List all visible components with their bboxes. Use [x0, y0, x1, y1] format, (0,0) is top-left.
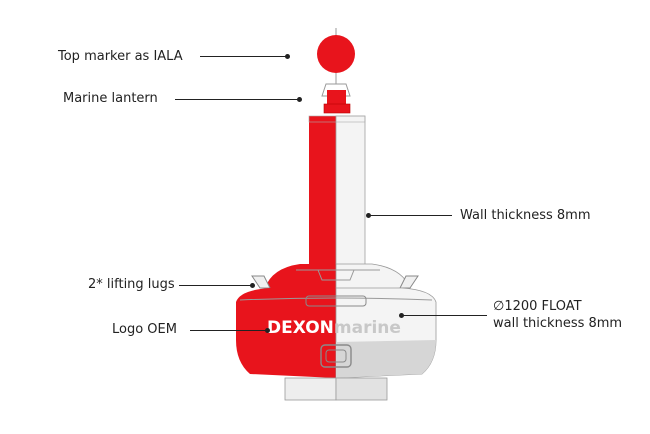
- dot-logo: [265, 328, 270, 333]
- label-logo: Logo OEM: [112, 322, 177, 337]
- label-float-1: ∅1200 FLOAT: [493, 299, 582, 314]
- top-marker-ball: [317, 35, 355, 73]
- float-red-half: [236, 288, 336, 378]
- float-lower-shade: [336, 340, 436, 378]
- lantern-lens: [327, 90, 346, 104]
- leader-float: [401, 315, 487, 316]
- shoulder-red: [265, 264, 336, 290]
- label-lantern: Marine lantern: [63, 91, 158, 106]
- lantern-base: [323, 103, 351, 114]
- float-handle: [320, 344, 352, 368]
- label-wall: Wall thickness 8mm: [460, 208, 591, 223]
- leader-top-marker: [200, 56, 286, 57]
- lifting-lug-left: [251, 275, 271, 289]
- leader-logo: [190, 330, 266, 331]
- dot-lugs: [250, 283, 255, 288]
- float-handle-inner: [325, 349, 347, 363]
- brand-part-2: marine: [333, 318, 401, 338]
- shoulder-white: [335, 263, 411, 291]
- mast-collar: [308, 115, 366, 123]
- dot-float: [399, 313, 404, 318]
- dot-lantern: [297, 97, 302, 102]
- mast-foot: [317, 269, 355, 281]
- label-float-2: wall thickness 8mm: [493, 316, 623, 331]
- label-lugs: 2* lifting lugs: [88, 277, 175, 292]
- leader-lugs: [179, 285, 251, 286]
- dot-top-marker: [285, 54, 290, 59]
- mast-white-half: [335, 115, 366, 272]
- brand-part-1: DEXON: [267, 318, 334, 338]
- base-left: [284, 377, 337, 401]
- label-top-marker: Top marker as IALA: [58, 49, 183, 64]
- dot-wall: [366, 213, 371, 218]
- leader-lantern: [175, 99, 298, 100]
- mast-red-half: [309, 116, 336, 271]
- base-right: [335, 377, 388, 401]
- float-hatch: [305, 295, 367, 307]
- float-top-seam: [239, 297, 433, 301]
- oem-logo: DEXONmarine: [267, 318, 401, 338]
- leader-wall: [368, 215, 452, 216]
